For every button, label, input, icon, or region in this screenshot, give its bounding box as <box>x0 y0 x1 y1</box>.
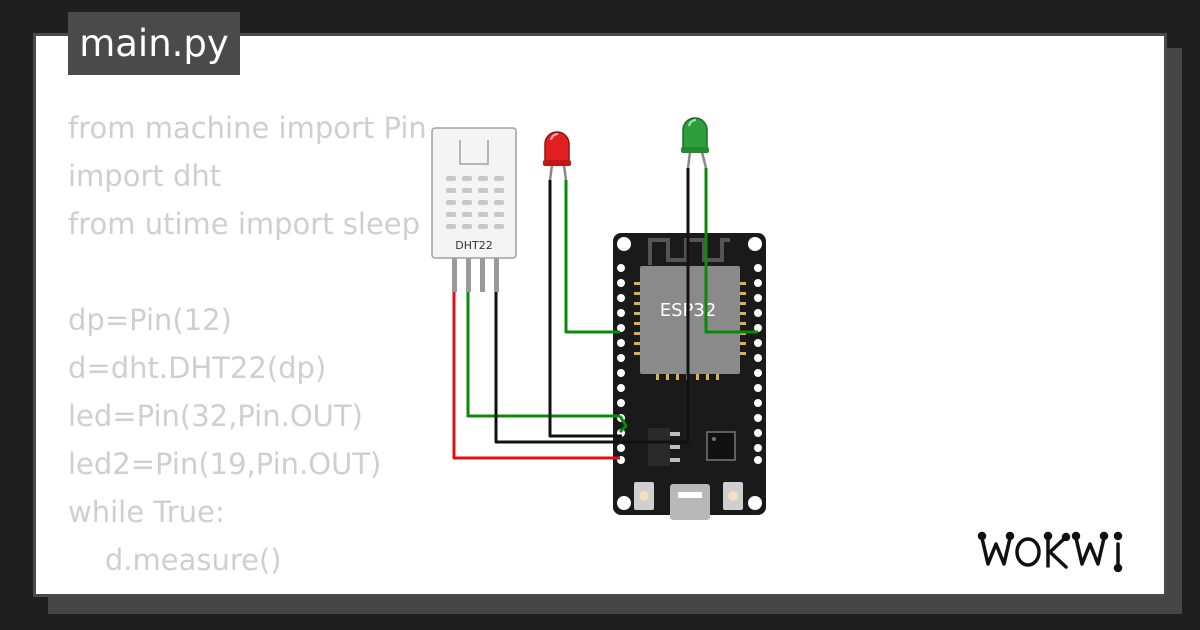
left-header-pins <box>617 264 625 464</box>
wire-sensor-ground <box>494 292 620 444</box>
code-line: dp=Pin(12) <box>68 303 232 337</box>
wire-green-led-to-pin <box>704 168 758 334</box>
code-sheet: from machine import Pin import dht from … <box>33 33 1167 597</box>
wire-red-led-ground <box>548 180 622 438</box>
led-highlight <box>550 132 559 141</box>
boot-button-cap <box>639 491 649 501</box>
mounting-hole <box>617 237 631 251</box>
code-line: while True: <box>68 495 225 529</box>
right-header-pins <box>754 264 762 464</box>
regulator-body <box>648 428 670 466</box>
sensor-pin <box>480 258 485 292</box>
esp32-module-shield <box>640 266 740 374</box>
sensor-pin <box>466 258 471 292</box>
sensor-grille <box>446 176 504 229</box>
sensor-notch <box>459 140 489 165</box>
sensor-pin <box>452 258 457 292</box>
led-highlight <box>688 118 697 127</box>
wire-sensor-data <box>466 292 620 418</box>
wire-data-jumper <box>618 415 628 434</box>
dht22-sensor[interactable]: DHT22 <box>431 127 517 292</box>
wire-sensor-power <box>452 292 620 460</box>
led-dome <box>544 131 570 166</box>
en-button-cap <box>728 491 738 501</box>
led-base <box>543 160 571 166</box>
code-listing: from machine import Pin import dht from … <box>68 104 427 584</box>
wires <box>452 168 758 460</box>
red-led[interactable] <box>543 131 571 181</box>
code-line: led2=Pin(19,Pin.OUT) <box>68 447 382 481</box>
code-line: import dht <box>68 159 222 193</box>
chip-dot <box>712 437 716 441</box>
mounting-hole <box>748 237 762 251</box>
wire-red-led-to-pin <box>564 180 620 334</box>
code-line: d.measure() <box>68 543 282 577</box>
wire-green-led-ground <box>622 168 690 444</box>
antenna-trace <box>648 238 730 265</box>
led-base <box>681 147 709 153</box>
mounting-hole <box>617 496 631 510</box>
code-line: led=Pin(32,Pin.OUT) <box>68 399 363 433</box>
green-led[interactable] <box>681 117 709 169</box>
led-leg <box>686 151 692 169</box>
mounting-hole <box>748 496 762 510</box>
wokwi-logo <box>977 531 1123 573</box>
usb-chip <box>706 431 736 461</box>
code-line: d=dht.DHT22(dp) <box>68 351 327 385</box>
code-line: from machine import Pin <box>68 111 427 145</box>
usb-port <box>670 484 710 520</box>
code-line: from utime import sleep <box>68 207 421 241</box>
led-dome <box>682 117 708 153</box>
usb-port-slot <box>678 492 702 498</box>
led-leg <box>700 151 708 169</box>
sensor-pin <box>494 258 499 292</box>
led-leg <box>562 164 568 181</box>
sensor-label: DHT22 <box>455 239 492 252</box>
file-tab-title[interactable]: main.py <box>68 12 240 75</box>
led-leg <box>548 164 554 181</box>
